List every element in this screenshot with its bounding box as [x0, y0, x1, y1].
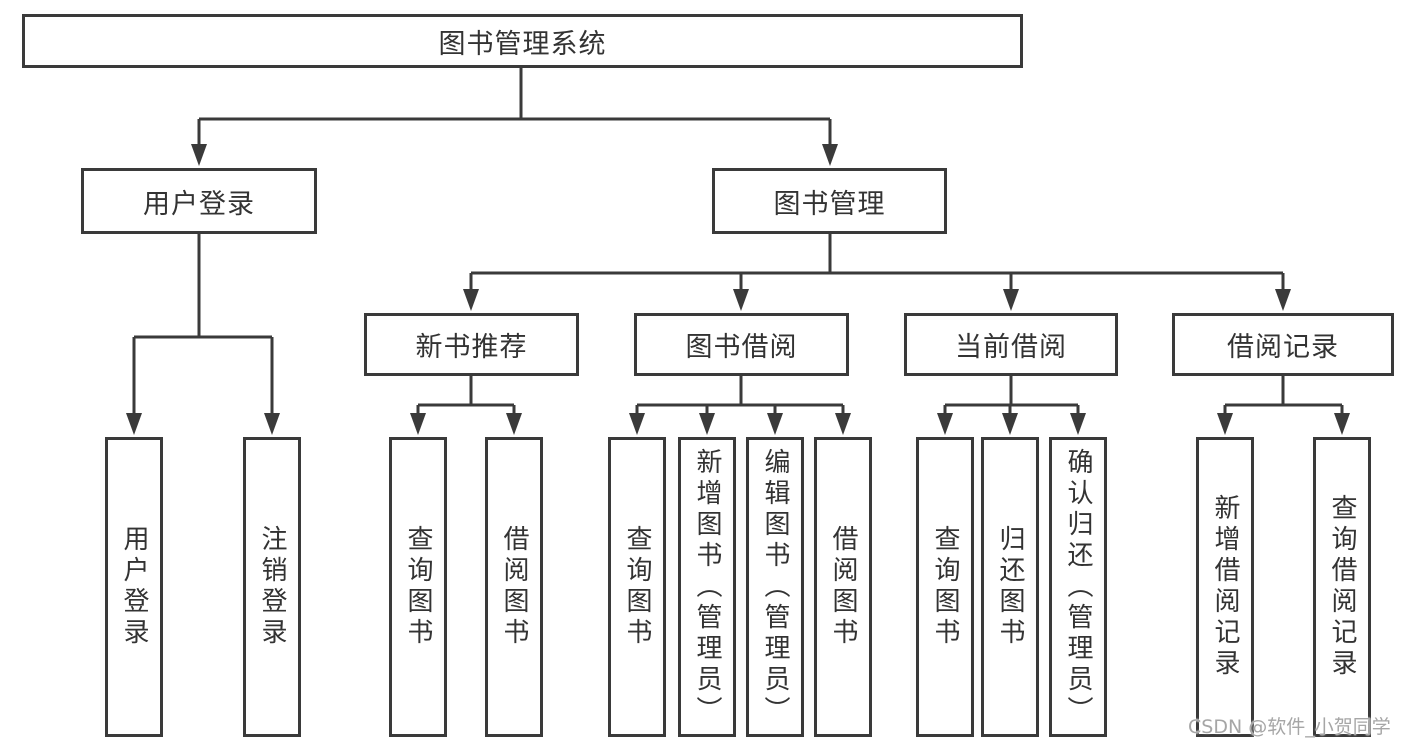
node-label: 新增图书（管理员） — [692, 447, 722, 727]
node-label: 归还图书 — [995, 525, 1025, 649]
node-label: 新书推荐 — [415, 332, 528, 363]
leaf-add-borrow-record: 新增借阅记录 — [1196, 437, 1254, 737]
leaf-borrow-books-recommend: 借阅图书 — [485, 437, 543, 737]
leaf-return-books: 归还图书 — [981, 437, 1039, 737]
leaf-logout: 注销登录 — [243, 437, 301, 737]
node-label: 用户登录 — [143, 188, 255, 220]
node-label: 注销登录 — [257, 525, 287, 649]
node-label: 查询借阅记录 — [1327, 494, 1357, 680]
watermark-text: CSDN @软件_小贺同学 — [1188, 716, 1391, 738]
leaf-user-login: 用户登录 — [105, 437, 163, 737]
leaf-edit-book-admin: 编辑图书（管理员） — [746, 437, 804, 737]
leaf-query-books-recommend: 查询图书 — [389, 437, 447, 737]
node-label: 查询图书 — [403, 525, 433, 649]
node-label: 编辑图书（管理员） — [760, 447, 790, 727]
node-new-book-recommendation: 新书推荐 — [364, 313, 579, 376]
leaf-query-borrow-record: 查询借阅记录 — [1313, 437, 1371, 737]
node-current-borrowing: 当前借阅 — [904, 313, 1118, 376]
node-label: 借阅图书 — [499, 525, 529, 649]
leaf-query-books-borrowing: 查询图书 — [608, 437, 666, 737]
leaf-add-book-admin: 新增图书（管理员） — [678, 437, 736, 737]
leaf-confirm-return-admin: 确认归还（管理员） — [1049, 437, 1107, 737]
node-root: 图书管理系统 — [22, 14, 1023, 68]
node-label: 用户登录 — [119, 525, 149, 649]
node-label: 图书管理 — [773, 188, 886, 220]
node-book-management: 图书管理 — [712, 168, 947, 234]
node-label: 查询图书 — [930, 525, 960, 649]
node-label: 当前借阅 — [955, 332, 1067, 363]
node-label: 图书借阅 — [685, 332, 798, 363]
node-label: 查询图书 — [622, 525, 652, 649]
node-label: 借阅图书 — [828, 525, 858, 649]
node-label: 新增借阅记录 — [1210, 494, 1240, 680]
leaf-borrow-books-borrowing: 借阅图书 — [814, 437, 872, 737]
node-label: 图书管理系统 — [438, 28, 607, 60]
node-label: 确认归还（管理员） — [1063, 447, 1093, 727]
node-borrowing-records: 借阅记录 — [1172, 313, 1394, 376]
node-user-login: 用户登录 — [81, 168, 317, 234]
node-book-borrowing: 图书借阅 — [634, 313, 849, 376]
node-label: 借阅记录 — [1227, 332, 1339, 363]
leaf-query-books-current: 查询图书 — [916, 437, 974, 737]
